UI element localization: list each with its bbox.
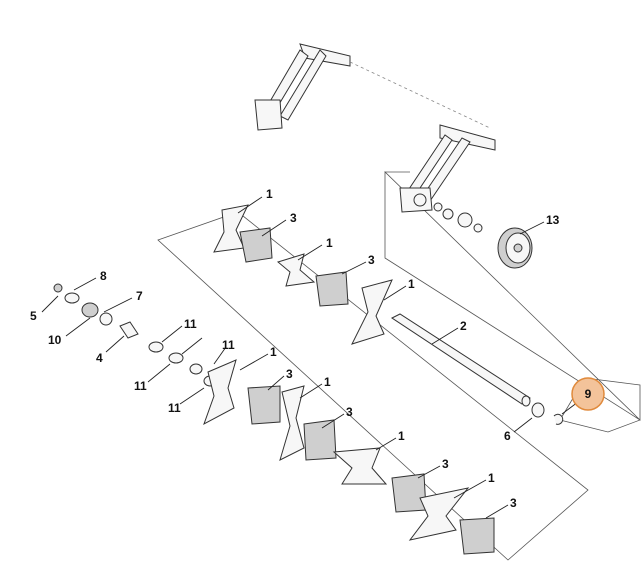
callout-13: 13 [546,213,560,227]
callout-1: 1 [398,429,405,443]
callout-5: 5 [30,309,37,323]
callout-1: 1 [408,277,415,291]
highlight-circle[interactable] [571,377,605,411]
callout-11: 11 [134,379,147,393]
wheel-13 [497,227,533,269]
callout-3: 3 [368,253,375,267]
callout-3: 3 [442,457,449,471]
ring-6 [531,402,545,418]
callout-11: 11 [168,401,181,415]
blade-1g [408,487,470,541]
callout-labels: 1 3 1 3 1 2 13 5 8 7 10 4 11 11 11 11 1 … [30,187,560,510]
callout-6: 6 [504,429,511,443]
callout-8: 8 [100,269,107,283]
callout-10: 10 [48,333,62,347]
hub-3f [459,517,495,555]
hub-3c [247,385,281,425]
handle-frame [254,43,496,233]
hardware-left [53,283,217,387]
callout-11: 11 [184,317,197,331]
hub-3d [303,419,337,461]
callout-1: 1 [266,187,273,201]
callout-11: 11 [222,338,235,352]
blades-and-hubs [203,204,495,555]
clip-9 [553,413,564,425]
blade-1c [351,279,393,345]
highlighted-callout-9[interactable]: 9 [571,377,605,411]
callout-1: 1 [326,236,333,250]
callout-3: 3 [286,367,293,381]
callout-3: 3 [510,496,517,510]
callout-1: 1 [270,345,277,359]
hub-3e [391,473,427,513]
callout-1: 1 [488,471,495,485]
shaft-2 [391,313,531,407]
blade-1b [276,253,316,287]
callout-4: 4 [96,351,103,365]
blade-1e [279,385,305,461]
callout-7: 7 [136,289,143,303]
callout-3: 3 [290,211,297,225]
callout-1: 1 [324,375,331,389]
blade-1d [203,359,237,426]
leader-lines [41,196,579,519]
blade-1f [332,447,388,485]
callout-2: 2 [460,319,467,333]
hub-3a [239,227,273,263]
callout-3: 3 [346,405,353,419]
hub-3b [315,271,349,307]
callout-9: 9 [585,387,592,401]
